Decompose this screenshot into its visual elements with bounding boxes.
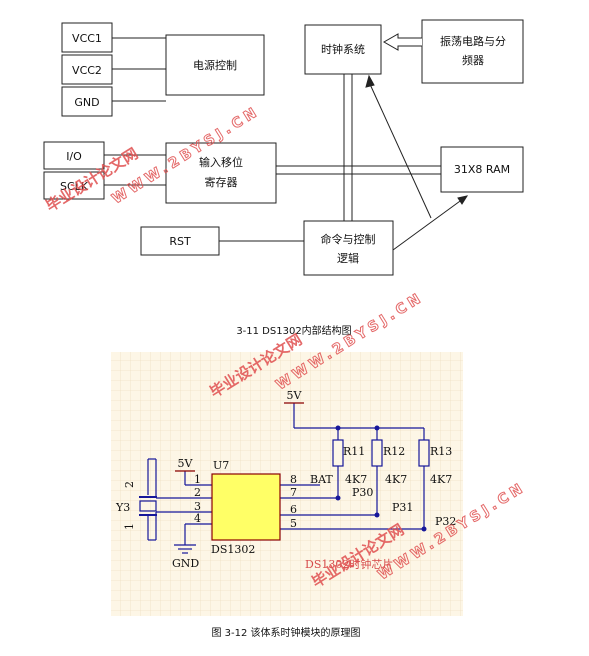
supply-chip-label: 5V — [178, 457, 194, 470]
power-control-box — [165, 34, 265, 96]
r11-ref: R11 — [343, 445, 365, 458]
pin-5-label: 5 — [290, 517, 297, 530]
shift-register-box — [165, 142, 277, 204]
crystal-pin1-label: 1 — [123, 523, 136, 530]
pin-8-label: 8 — [290, 473, 297, 486]
command-logic-label-2: 逻辑 — [337, 251, 359, 265]
io-label: I/O — [66, 150, 82, 163]
r13-ref: R13 — [430, 445, 452, 458]
r13-body — [418, 439, 430, 467]
oscillator-box — [421, 19, 524, 84]
sclk-box — [43, 171, 105, 200]
gnd-label: GND — [74, 96, 99, 109]
r12-ref: R12 — [383, 445, 405, 458]
r13-value: 4K7 — [430, 473, 452, 486]
pin-3-label: 3 — [194, 500, 201, 513]
block-diagram — [43, 19, 524, 276]
ds1302-chip — [211, 473, 281, 541]
module-label: DS1302时钟芯片 — [305, 557, 393, 571]
io-box — [43, 141, 105, 170]
net-p31-label: P31 — [392, 501, 413, 514]
block-diagram-caption: 3-11 DS1302内部结构图 — [236, 324, 351, 337]
crystal-ref-label: Y3 — [115, 501, 130, 514]
pin-2-label: 2 — [194, 486, 201, 499]
ram-box — [440, 146, 524, 193]
clock-system-label: 时钟系统 — [321, 42, 365, 56]
crystal-pin2-label: 2 — [123, 481, 136, 488]
gnd-box — [61, 86, 113, 117]
r11-value: 4K7 — [345, 473, 367, 486]
r11-body — [332, 439, 344, 467]
pin-1-label: 1 — [194, 473, 201, 486]
pin-7-label: 7 — [290, 486, 297, 499]
schematic-caption: 图 3-12 该体系时钟模块的原理图 — [211, 626, 360, 639]
chip-name-label: DS1302 — [211, 543, 255, 556]
power-control-label: 电源控制 — [193, 58, 237, 72]
ground-label: GND — [172, 557, 199, 570]
r12-body — [371, 439, 383, 467]
net-p32-label: P32 — [435, 515, 456, 528]
schematic-labels: 5V 5V U7 DS1302 Y3 2 1 GND 1 2 3 4 8 7 6… — [115, 389, 456, 639]
pin-4-label: 4 — [194, 512, 201, 525]
vcc2-label: VCC2 — [72, 64, 102, 77]
vcc1-box — [61, 22, 113, 53]
sclk-label: SCLK — [60, 180, 89, 193]
ram-label: 31X8 RAM — [454, 163, 510, 176]
shift-register-label-2: 寄存器 — [205, 175, 238, 189]
clock-system-box — [304, 24, 382, 75]
r12-value: 4K7 — [385, 473, 407, 486]
block-labels: VCC1 VCC2 GND 电源控制 I/O SCLK 输入移位 寄存器 RST… — [60, 32, 510, 337]
power-symbols — [175, 402, 304, 472]
chip-ref-label: U7 — [213, 459, 229, 472]
net-p30-label: P30 — [352, 486, 373, 499]
pin-6-label: 6 — [290, 503, 297, 516]
oscillator-label-2: 频器 — [462, 53, 484, 67]
bat-label: BAT — [310, 473, 333, 486]
oscillator-label-1: 振荡电路与分 — [440, 34, 506, 48]
supply-top-label: 5V — [287, 389, 303, 402]
shift-register-label-1: 输入移位 — [199, 155, 243, 169]
vcc2-box — [61, 54, 113, 85]
command-logic-label-1: 命令与控制 — [321, 232, 376, 246]
rst-label: RST — [169, 235, 191, 248]
vcc1-label: VCC1 — [72, 32, 102, 45]
schematic-wires — [139, 403, 425, 554]
junction-dots — [335, 425, 427, 532]
resistors — [332, 439, 430, 467]
command-logic-box — [303, 220, 394, 276]
